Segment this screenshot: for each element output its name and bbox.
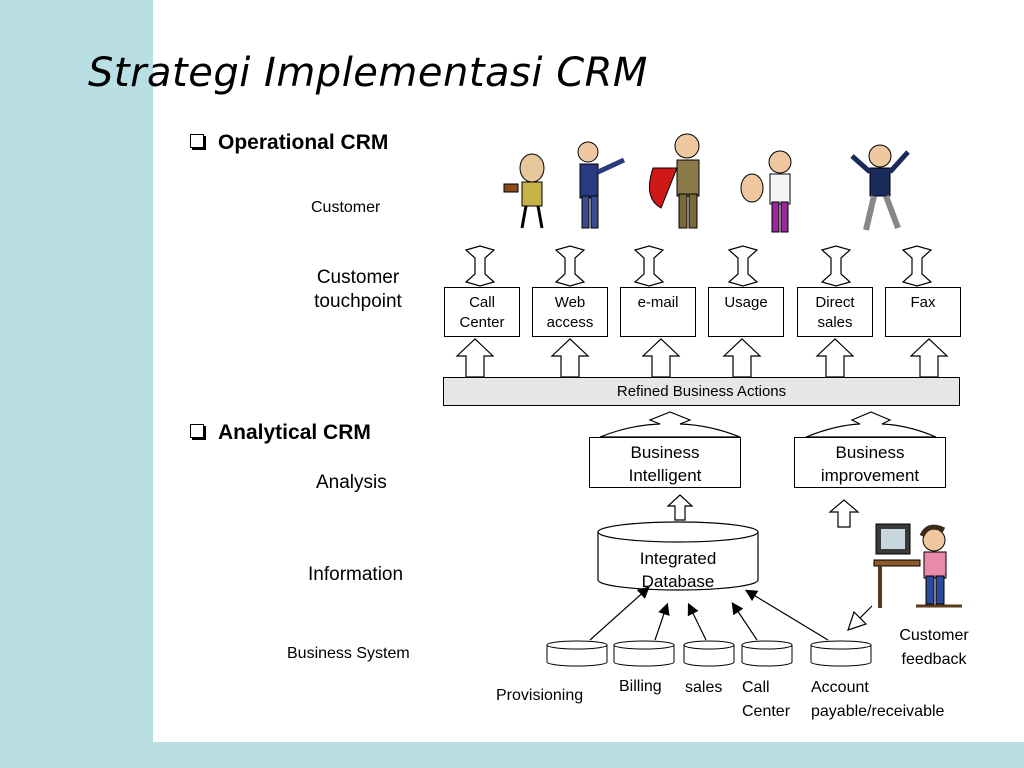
customer-character-icon (577, 141, 626, 229)
integrated-database-cylinder (597, 521, 759, 591)
curved-up-arrows (599, 411, 937, 438)
feedback-arrow (847, 605, 873, 631)
integrated-database-label: Integrated Database (639, 549, 717, 591)
label-customer: Customer (311, 199, 381, 216)
left-decor-bar (0, 0, 153, 768)
checkbox-bullet-icon (190, 424, 204, 439)
small-up-arrows (666, 494, 860, 528)
slide-title: Strategi Implementasi CRM (88, 50, 648, 96)
customer-character-icon (503, 153, 545, 229)
section-analytical-crm: Analytical CRM (190, 421, 371, 445)
label-information: Information (308, 564, 404, 585)
business-intelligent-box: Business Intelligent (589, 437, 741, 488)
business-system-cylinders (546, 640, 872, 667)
up-block-arrows (455, 338, 949, 378)
label-business-system: Business System (287, 645, 410, 662)
label-customer-feedback: Customer feedback (899, 627, 969, 668)
label-call-center: Call Center (742, 679, 791, 720)
label-customer-touchpoint: Customer touchpoint (314, 267, 402, 312)
data-flow-arrows (589, 586, 829, 641)
business-improvement-box: Business improvement (794, 437, 946, 488)
customer-character-icon (740, 150, 792, 233)
touchpoint-usage: Usage (708, 287, 784, 337)
label-account-payable-receivable: Account payable/receivable (811, 679, 945, 720)
bidirectional-arrows (464, 245, 933, 287)
customer-character-icon (648, 133, 700, 229)
customer-character-icon (850, 144, 910, 231)
bottom-decor-bar (153, 742, 1024, 768)
checkbox-bullet-icon (190, 134, 204, 149)
label-sales: sales (685, 679, 723, 696)
section-operational-crm: Operational CRM (190, 131, 388, 155)
touchpoint-email: e-mail (620, 287, 696, 337)
label-billing: Billing (619, 678, 662, 695)
refined-business-actions: Refined Business Actions (443, 377, 960, 406)
label-analysis: Analysis (316, 472, 387, 493)
computer-user-icon (873, 523, 962, 608)
touchpoint-fax: Fax (885, 287, 961, 337)
label-provisioning: Provisioning (496, 687, 584, 704)
